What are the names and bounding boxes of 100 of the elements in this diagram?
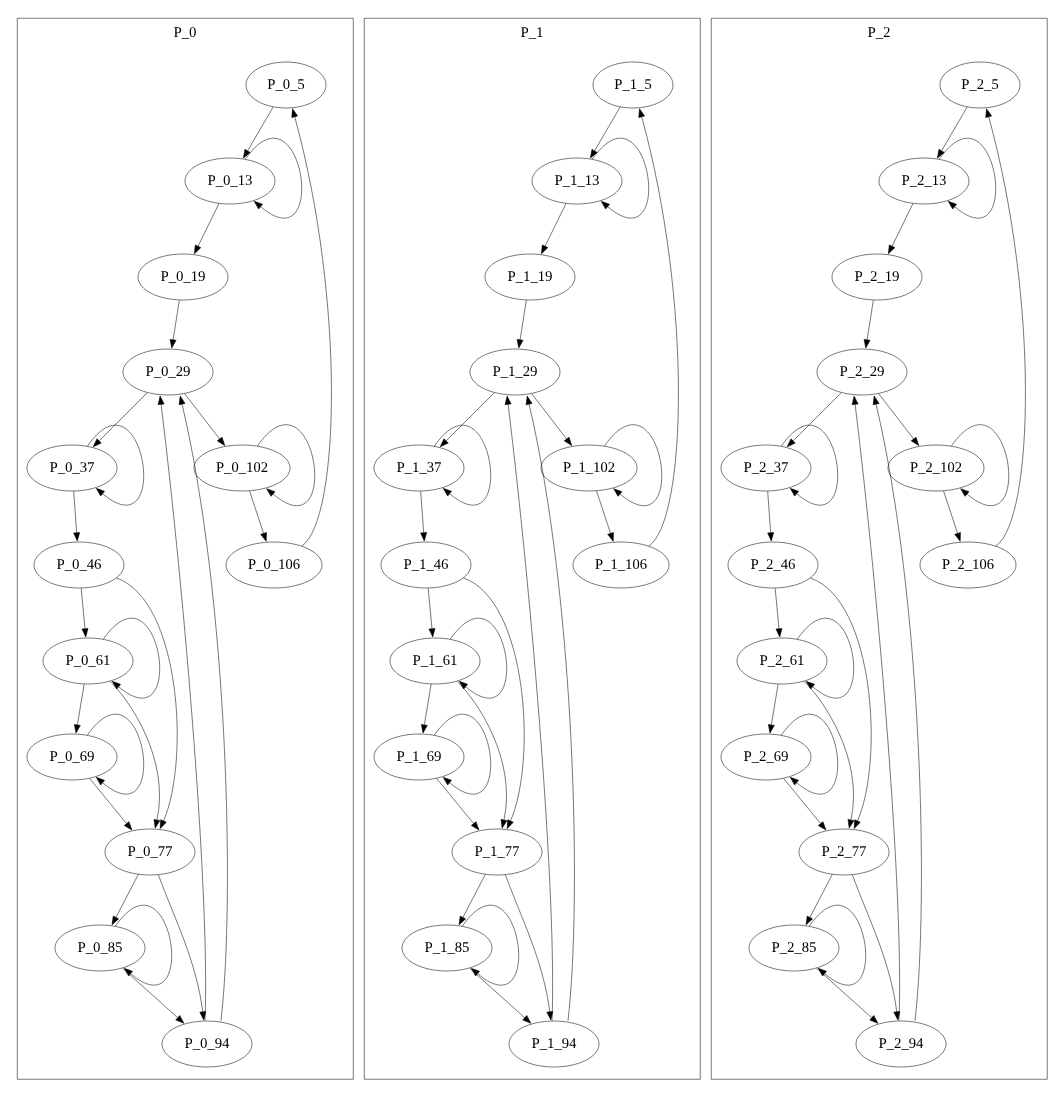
ellipse-node: P_1_77 bbox=[451, 828, 543, 876]
ellipse-node: P_1_61 bbox=[389, 637, 481, 685]
ellipse-node: P_2_102 bbox=[887, 444, 985, 492]
arrow bbox=[169, 299, 180, 349]
arrow bbox=[158, 874, 207, 1021]
arrow bbox=[427, 588, 436, 638]
ellipse-node: P_0_106 bbox=[225, 541, 323, 589]
arrow bbox=[525, 395, 575, 1021]
arrow bbox=[863, 299, 874, 349]
ellipse-node: P_2_13 bbox=[878, 157, 970, 205]
arrow bbox=[291, 108, 332, 547]
arrow bbox=[787, 392, 842, 448]
ellipse-node: P_0_85 bbox=[54, 924, 146, 972]
arrow bbox=[774, 588, 783, 638]
ellipse-node: P_2_46 bbox=[727, 541, 819, 589]
ellipse-node: P_2_77 bbox=[798, 828, 890, 876]
arrow bbox=[115, 905, 172, 985]
arrow bbox=[450, 618, 507, 698]
ellipse-node: P_2_5 bbox=[939, 61, 1021, 109]
arrow bbox=[516, 299, 527, 349]
arrow bbox=[458, 874, 486, 926]
ellipse-node: P_0_37 bbox=[26, 444, 118, 492]
arrow bbox=[434, 425, 491, 505]
arrow bbox=[638, 108, 679, 547]
ellipse-node: P_1_46 bbox=[380, 541, 472, 589]
arrow bbox=[805, 874, 833, 926]
arrow bbox=[103, 618, 160, 698]
arrow bbox=[420, 491, 427, 542]
arrow bbox=[809, 905, 866, 985]
arrow bbox=[73, 491, 80, 542]
arrow bbox=[872, 395, 922, 1021]
arrow bbox=[504, 395, 553, 1021]
ellipse-node: P_1_102 bbox=[540, 444, 638, 492]
arrow bbox=[116, 577, 178, 829]
arrow bbox=[505, 874, 554, 1021]
ellipse-node: P_2_19 bbox=[831, 253, 923, 301]
arrow bbox=[888, 203, 914, 254]
arrow bbox=[816, 967, 879, 1024]
ellipse-node: P_2_29 bbox=[816, 348, 908, 396]
ellipse-node: P_2_94 bbox=[855, 1020, 947, 1068]
ellipse-node: P_1_106 bbox=[572, 541, 670, 589]
arrow bbox=[245, 138, 302, 218]
arrow bbox=[951, 424, 1010, 506]
arrow bbox=[436, 778, 480, 831]
ellipse-node: P_2_85 bbox=[748, 924, 840, 972]
arrow bbox=[985, 108, 1026, 547]
arrow bbox=[440, 392, 495, 448]
arrow bbox=[243, 106, 274, 159]
ellipse-node: P_0_5 bbox=[245, 61, 327, 109]
ellipse-node: P_2_106 bbox=[919, 541, 1017, 589]
arrow bbox=[194, 203, 220, 254]
arrow bbox=[257, 424, 316, 506]
arrow bbox=[852, 874, 901, 1021]
arrow bbox=[531, 393, 572, 446]
arrow bbox=[541, 203, 567, 254]
arrow bbox=[111, 874, 139, 926]
arrow bbox=[434, 714, 491, 794]
arrow bbox=[462, 905, 519, 985]
ellipse-node: P_0_102 bbox=[193, 444, 291, 492]
arrow bbox=[768, 683, 779, 734]
arrow bbox=[937, 106, 968, 159]
ellipse-node: P_2_69 bbox=[720, 733, 812, 781]
arrow bbox=[122, 967, 185, 1024]
arrow bbox=[797, 618, 854, 698]
arrow bbox=[109, 681, 161, 829]
arrow bbox=[87, 714, 144, 794]
arrow bbox=[943, 490, 961, 542]
arrow bbox=[851, 395, 900, 1021]
ellipse-node: P_0_46 bbox=[33, 541, 125, 589]
arrow bbox=[781, 714, 838, 794]
ellipse-node: P_0_29 bbox=[122, 348, 214, 396]
arrow bbox=[456, 681, 508, 829]
arrow bbox=[157, 395, 206, 1021]
ellipse-node: P_1_94 bbox=[508, 1020, 600, 1068]
arrow bbox=[178, 395, 228, 1021]
arrow bbox=[421, 683, 432, 734]
arrow bbox=[803, 681, 855, 829]
ellipse-node: P_1_69 bbox=[373, 733, 465, 781]
arrow bbox=[596, 490, 614, 542]
ellipse-node: P_1_5 bbox=[592, 61, 674, 109]
arrow bbox=[810, 577, 872, 829]
arrow bbox=[781, 425, 838, 505]
ellipse-node: P_2_61 bbox=[736, 637, 828, 685]
arrow bbox=[604, 424, 663, 506]
arrow bbox=[74, 683, 85, 734]
arrow bbox=[592, 138, 649, 218]
ellipse-node: P_0_69 bbox=[26, 733, 118, 781]
ellipse-node: P_0_94 bbox=[161, 1020, 253, 1068]
arrow bbox=[590, 106, 621, 159]
arrow bbox=[184, 393, 225, 446]
arrow bbox=[93, 392, 148, 448]
arrow bbox=[783, 778, 827, 831]
ellipse-node: P_1_13 bbox=[531, 157, 623, 205]
ellipse-node: P_2_37 bbox=[720, 444, 812, 492]
arrow bbox=[469, 967, 532, 1024]
arrow bbox=[878, 393, 919, 446]
arrow bbox=[463, 577, 525, 829]
arrow bbox=[89, 778, 133, 831]
ellipse-node: P_0_77 bbox=[104, 828, 196, 876]
ellipse-node: P_0_13 bbox=[184, 157, 276, 205]
